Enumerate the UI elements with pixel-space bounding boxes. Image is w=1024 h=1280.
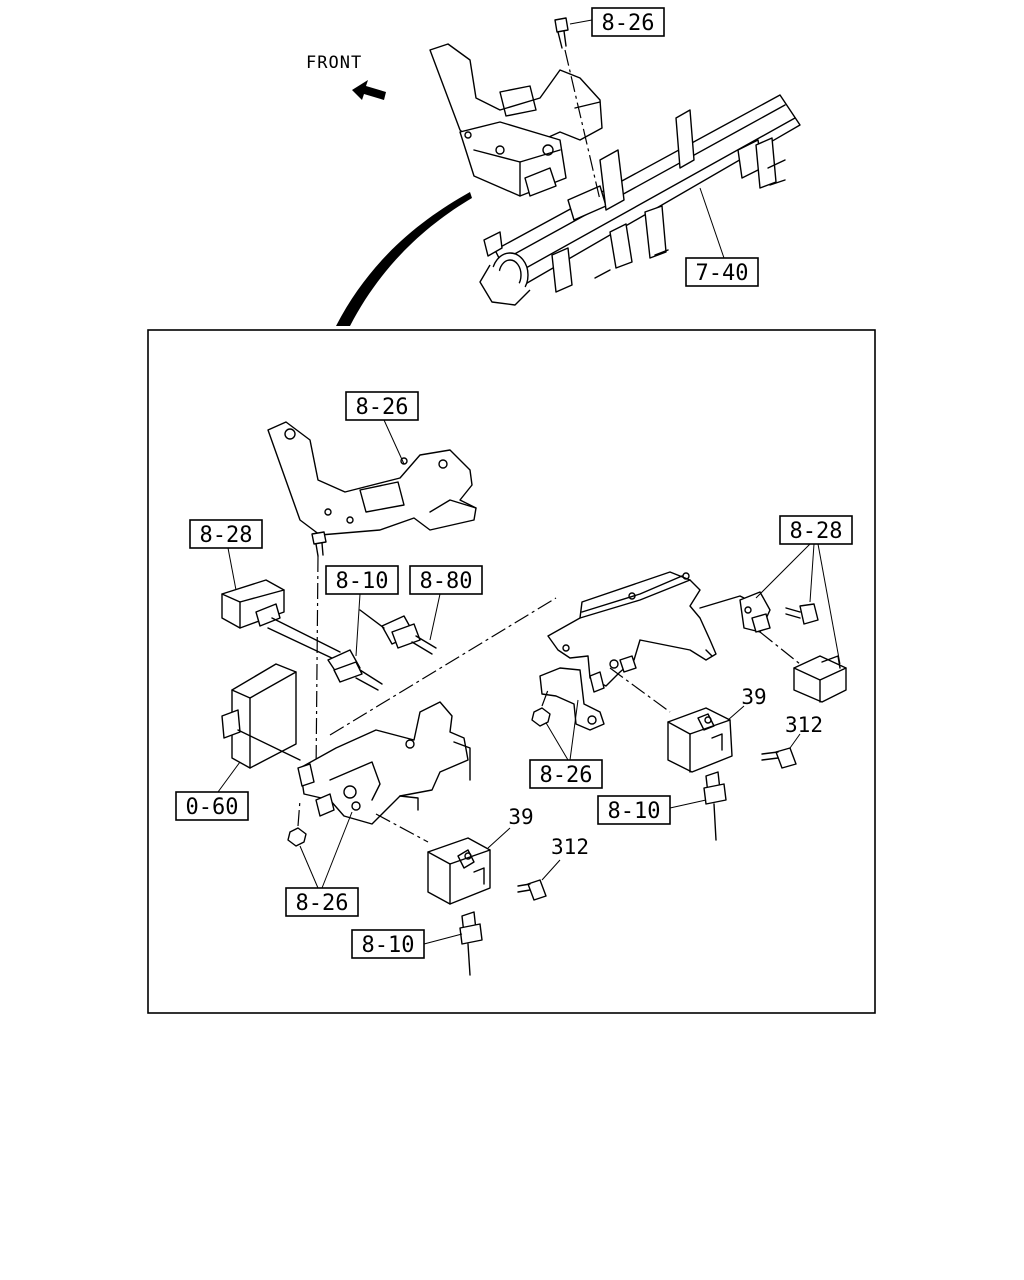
callout-lower-sensor: 8-10 — [351, 929, 463, 959]
harness-clip — [327, 649, 383, 691]
svg-text:8-10: 8-10 — [608, 799, 661, 824]
sensor-connector — [359, 609, 437, 655]
detail-nut-left — [287, 799, 307, 847]
svg-text:0-60: 0-60 — [186, 795, 239, 820]
callout-top-harness-bracket: 8-26 — [569, 7, 665, 37]
callout-lower-sensor-cover: 39 — [487, 805, 534, 849]
dashed-locator-line — [329, 597, 557, 736]
left-mounting-bracket — [297, 701, 471, 825]
svg-text:8-26: 8-26 — [356, 395, 409, 420]
left-connector — [221, 579, 285, 629]
callout-center-bolts: 8-26 — [529, 699, 603, 789]
right-connector-bolt — [785, 603, 819, 625]
harness-wire — [271, 617, 341, 653]
detail-view-frame — [147, 329, 876, 1014]
detail-leader-arrow — [336, 192, 472, 326]
callout-right-sensor-bolt: 312 — [785, 713, 823, 737]
front-direction-indicator: FRONT — [306, 53, 386, 100]
callout-sensor-connector: 8-80 — [409, 565, 483, 641]
control-module — [221, 663, 301, 769]
right-connector-bracket — [739, 591, 771, 633]
top-bolt — [554, 17, 601, 201]
callout-left-connector: 8-28 — [189, 519, 263, 591]
center-nut — [531, 689, 551, 727]
svg-text:312: 312 — [551, 835, 589, 859]
front-label: FRONT — [306, 53, 362, 73]
svg-text:8-26: 8-26 — [602, 11, 655, 36]
right-connector — [759, 631, 847, 703]
callout-crossmember: 7-40 — [685, 187, 759, 287]
callout-right-sensor: 8-10 — [597, 795, 707, 825]
svg-text:7-40: 7-40 — [696, 261, 749, 286]
svg-text:39: 39 — [741, 685, 766, 709]
right-sensor-cover — [609, 667, 733, 773]
svg-text:8-26: 8-26 — [296, 891, 349, 916]
svg-text:8-10: 8-10 — [362, 933, 415, 958]
svg-text:8-10: 8-10 — [336, 569, 389, 594]
detail-bolt-upper — [311, 531, 327, 776]
right-sensor-bolt — [761, 733, 801, 769]
detail-harness-bracket — [267, 421, 477, 536]
lower-sensor-cover — [375, 813, 491, 905]
callout-right-connectors: 8-28 — [755, 515, 853, 665]
lower-sensor — [459, 911, 483, 976]
svg-text:312: 312 — [785, 713, 823, 737]
callout-control-module: 0-60 — [175, 761, 249, 821]
callout-lower-sensor-bolt: 312 — [551, 835, 589, 859]
lower-sensor-bolt — [517, 859, 561, 901]
svg-text:39: 39 — [508, 805, 533, 829]
svg-text:8-26: 8-26 — [540, 763, 593, 788]
callout-right-sensor-cover: 39 — [727, 685, 767, 721]
callout-harness-clip: 8-10 — [325, 565, 399, 657]
crossmember-assembly — [479, 94, 801, 306]
callout-left-bolts: 8-26 — [285, 811, 359, 917]
bracket-assembly-overview — [429, 43, 603, 197]
svg-text:8-28: 8-28 — [200, 523, 253, 548]
right-mounting-bracket — [539, 571, 757, 731]
svg-text:8-80: 8-80 — [420, 569, 473, 594]
front-arrow-icon — [352, 80, 386, 100]
callout-detail-bracket: 8-26 — [345, 391, 419, 465]
right-sensor — [703, 771, 727, 841]
svg-text:8-28: 8-28 — [790, 519, 843, 544]
